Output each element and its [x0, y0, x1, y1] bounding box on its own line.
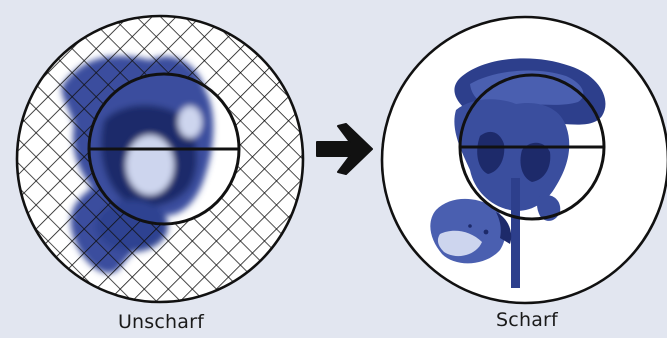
right-arrow-icon [317, 124, 372, 174]
blurred-viewfinder [17, 16, 303, 302]
caption-scharf: Scharf [496, 309, 558, 331]
sharp-viewfinder [382, 17, 667, 303]
caption-unscharf: Unscharf [118, 311, 204, 333]
